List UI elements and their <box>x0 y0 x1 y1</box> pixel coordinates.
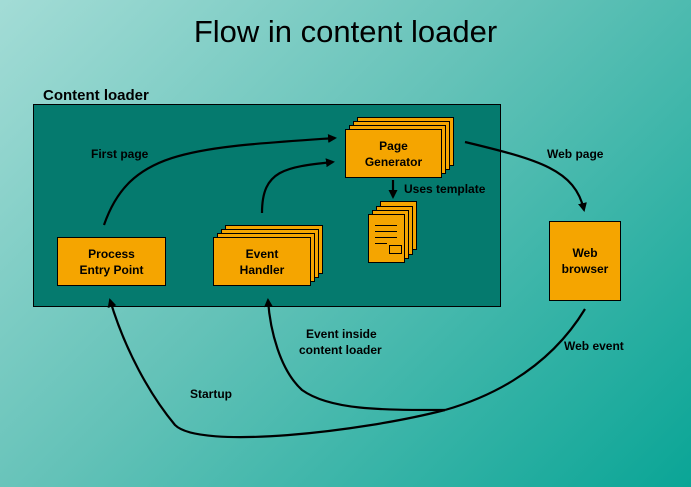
first-page-label: First page <box>91 147 149 161</box>
event-inside-label-line1: Event inside <box>306 327 377 341</box>
startup-label: Startup <box>190 387 232 401</box>
web-browser-box[interactable]: Web browser <box>549 221 621 301</box>
web-page-label: Web page <box>547 147 604 161</box>
content-loader-label: Content loader <box>43 87 149 104</box>
diagram-title: Flow in content loader <box>193 14 498 49</box>
template-document-line <box>375 231 397 232</box>
web-event-arrow <box>444 308 586 412</box>
web-browser-label-line1: Web <box>572 246 598 260</box>
template-document-line <box>375 225 397 226</box>
web-browser-label-line2: browser <box>561 262 609 276</box>
template-document-icon[interactable] <box>368 214 405 263</box>
event-handler-label-line1: Event <box>245 246 279 261</box>
page-generator-label-line2: Generator <box>364 154 423 169</box>
web-page-arrow <box>464 140 587 212</box>
event-handler-box[interactable]: Event Handler <box>213 237 311 286</box>
event-inside-label-line2: content loader <box>299 343 382 357</box>
process-entry-point-box[interactable]: Process Entry Point <box>57 237 166 286</box>
event-inside-arrow <box>263 298 446 412</box>
process-entry-point-label-line2: Entry Point <box>79 262 144 277</box>
template-document-image-block <box>389 245 402 254</box>
web-event-label: Web event <box>564 339 624 353</box>
event-handler-to-generator-arrow <box>260 158 335 214</box>
event-handler-label-line2: Handler <box>239 262 285 277</box>
template-document-line <box>375 237 397 238</box>
page-generator-label-line1: Page <box>379 138 408 153</box>
first-page-arrow <box>102 133 337 226</box>
page-generator-box[interactable]: Page Generator <box>345 129 442 178</box>
template-document-line <box>375 243 387 244</box>
process-entry-point-label-line1: Process <box>88 246 135 261</box>
uses-template-label: Uses template <box>404 182 486 196</box>
startup-arrow <box>107 298 446 439</box>
